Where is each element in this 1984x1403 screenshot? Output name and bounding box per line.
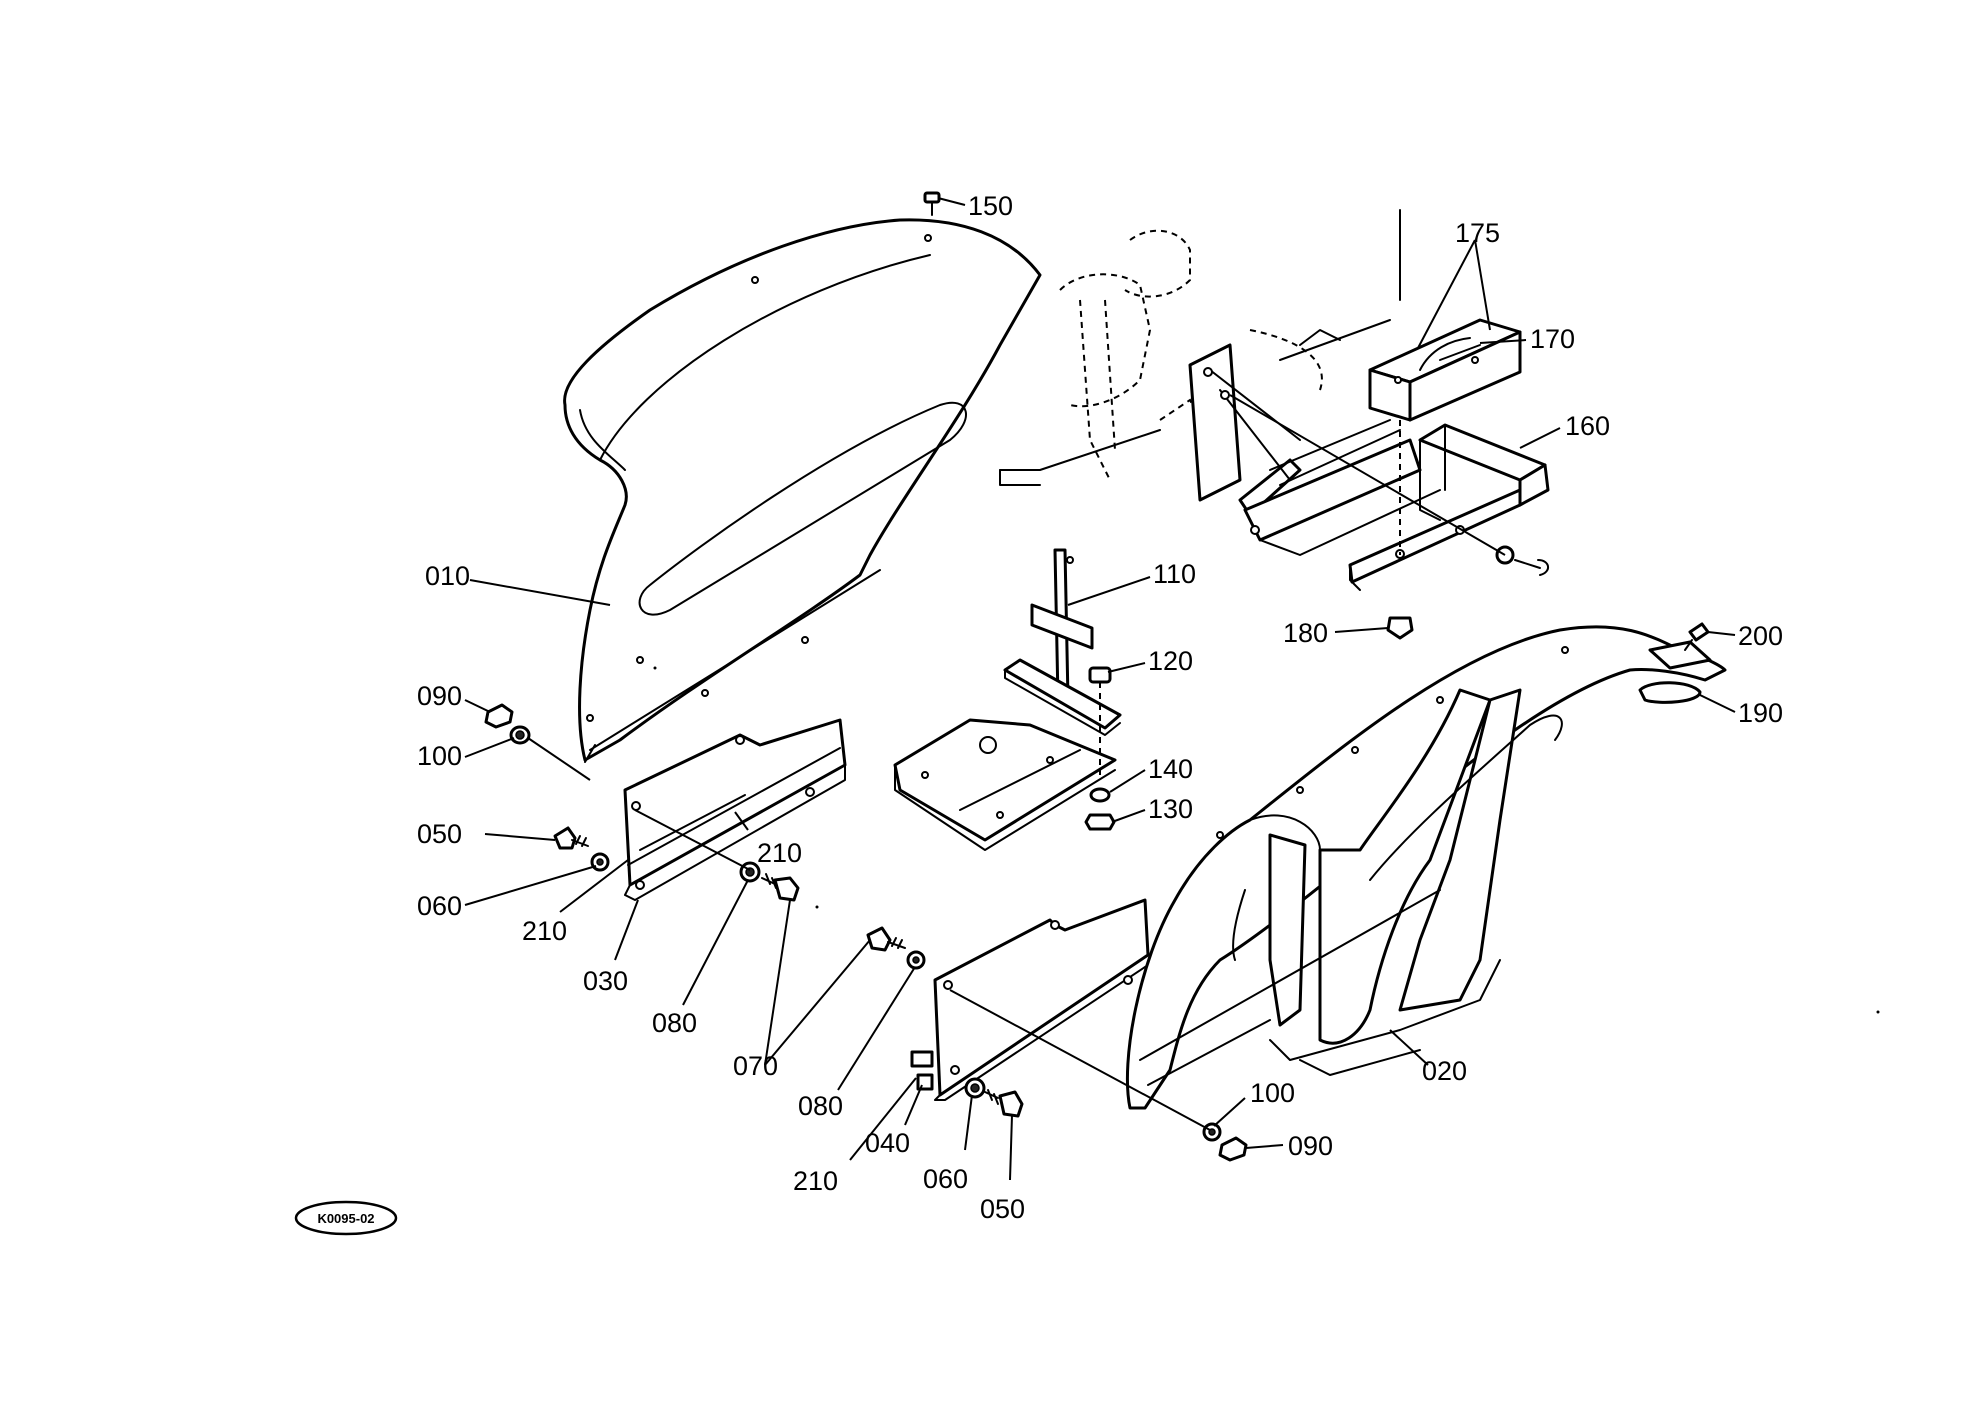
axis-line-right xyxy=(949,989,1211,1131)
nut-090-left xyxy=(484,703,514,729)
washer-060-left xyxy=(590,852,610,872)
scan-speck xyxy=(1876,1010,1880,1014)
axis-line-160 xyxy=(1229,394,1506,556)
callout-080-left: 080 xyxy=(652,1008,697,1038)
callout-210-c: 210 xyxy=(793,1166,838,1196)
bolt-160-side xyxy=(1495,545,1549,576)
rear-frame-bracket xyxy=(1188,343,1441,556)
bolt-180 xyxy=(1386,616,1414,640)
left-mounting-plate xyxy=(623,718,847,901)
figure-code-badge: K0095-02 xyxy=(294,1200,398,1236)
callouts: 010 020 030 040 050 050 060 060 070 080 … xyxy=(417,191,1783,1224)
callout-010: 010 xyxy=(425,561,470,591)
callout-210-a: 210 xyxy=(757,838,802,868)
nut-090-right xyxy=(1218,1136,1248,1162)
washer-140 xyxy=(1089,787,1111,803)
bolt-150 xyxy=(923,191,941,216)
callout-110: 110 xyxy=(1153,559,1196,589)
callout-060-left: 060 xyxy=(417,891,462,921)
washer-100-right xyxy=(1202,1122,1222,1142)
bolt-120 xyxy=(1088,666,1112,775)
seat-bracket xyxy=(893,548,1122,851)
bolt-070-right xyxy=(866,926,906,952)
washer-100-left xyxy=(509,725,531,745)
callout-140: 140 xyxy=(1148,754,1193,784)
callout-200: 200 xyxy=(1738,621,1783,651)
bolt-070-left xyxy=(761,873,800,902)
left-fender xyxy=(563,218,1042,763)
right-fender xyxy=(1125,625,1727,1110)
callout-020: 020 xyxy=(1422,1056,1467,1086)
callout-090-right: 090 xyxy=(1288,1131,1333,1161)
washer-060-right xyxy=(964,1077,986,1099)
callout-190: 190 xyxy=(1738,698,1783,728)
callout-150: 150 xyxy=(968,191,1013,221)
callout-180: 180 xyxy=(1283,618,1328,648)
callout-130: 130 xyxy=(1148,794,1193,824)
nut-130 xyxy=(1084,813,1116,831)
callout-050-right: 050 xyxy=(980,1194,1025,1224)
bolt-050-left xyxy=(553,826,589,850)
callout-175: 175 xyxy=(1455,218,1500,248)
callout-030: 030 xyxy=(583,966,628,996)
callout-060-right: 060 xyxy=(923,1164,968,1194)
callout-080-right: 080 xyxy=(798,1091,843,1121)
axis-line-left xyxy=(634,809,751,871)
callout-040: 040 xyxy=(865,1128,910,1158)
scan-speck xyxy=(653,666,657,670)
leader-lines xyxy=(464,197,1736,1181)
callout-070: 070 xyxy=(733,1051,778,1081)
callout-050-left: 050 xyxy=(417,819,462,849)
tractor-frame-outline xyxy=(999,209,1401,486)
callout-100-left: 100 xyxy=(417,741,462,771)
bolt-050-right xyxy=(984,1089,1024,1118)
axis-line-100 xyxy=(527,737,591,781)
toolbox-170 xyxy=(1368,318,1522,555)
right-mounting-plate xyxy=(910,898,1150,1101)
washer-080-right xyxy=(906,950,926,970)
callout-100-right: 100 xyxy=(1250,1078,1295,1108)
figure-code: K0095-02 xyxy=(317,1211,374,1226)
scan-speck xyxy=(815,905,819,909)
callout-090-left: 090 xyxy=(417,681,462,711)
callout-210-b: 210 xyxy=(522,916,567,946)
toolbox-bracket-160 xyxy=(1348,423,1550,591)
callout-170: 170 xyxy=(1530,324,1575,354)
callout-120: 120 xyxy=(1148,646,1193,676)
callout-160: 160 xyxy=(1565,411,1610,441)
